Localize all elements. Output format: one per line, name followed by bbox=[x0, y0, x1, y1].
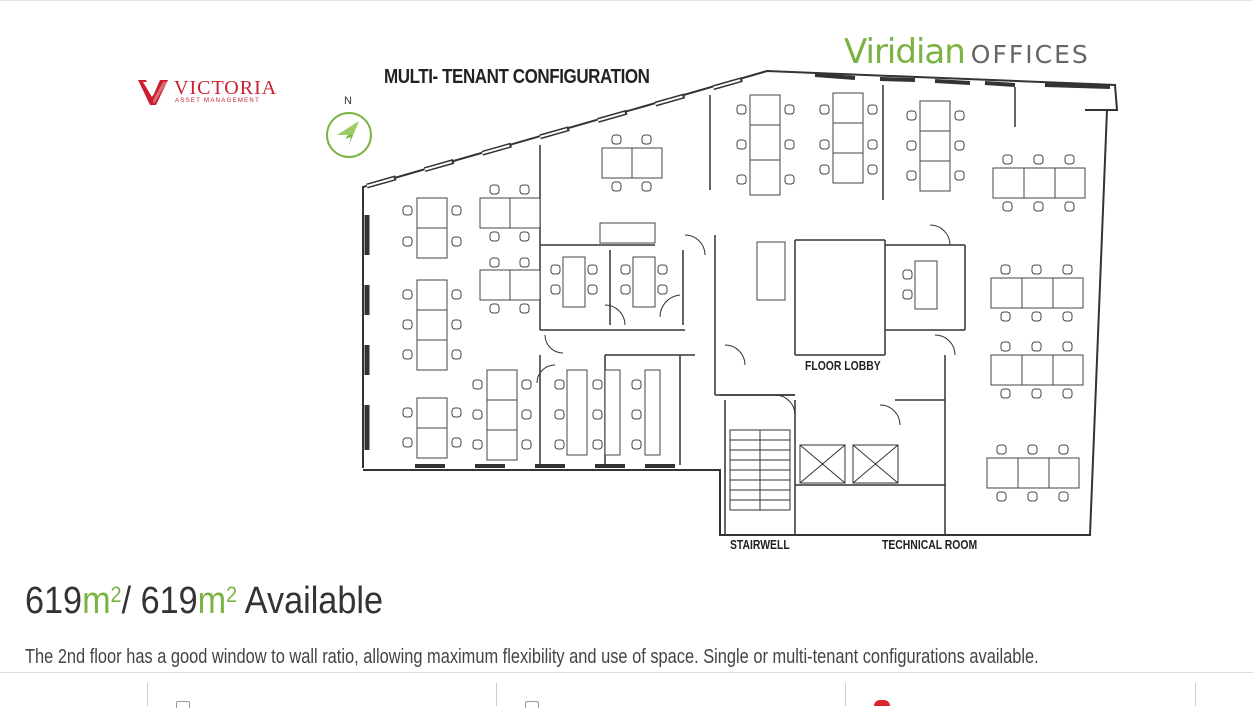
tab-divider bbox=[1195, 683, 1196, 706]
tab-divider bbox=[147, 683, 148, 706]
offices-wordmark: OFFICES bbox=[970, 40, 1090, 69]
north-compass: N bbox=[323, 95, 375, 163]
label-stairwell: STAIRWELL bbox=[730, 537, 790, 552]
available-area-unit: m bbox=[82, 580, 111, 622]
top-divider bbox=[0, 0, 1253, 1]
floor-plan: FLOOR LOBBY STAIRWELL TECHNICAL ROOM bbox=[355, 65, 1125, 552]
viridian-wordmark: Viridian bbox=[844, 32, 966, 72]
victoria-wordmark: VICTORIA bbox=[174, 77, 278, 99]
compass-arrow-icon bbox=[326, 112, 372, 158]
victoria-emblem-icon bbox=[138, 80, 168, 105]
area-separator: / bbox=[121, 580, 141, 622]
total-area-unit-sup: 2 bbox=[226, 582, 238, 607]
floor-plan-drawing bbox=[362, 69, 1119, 536]
tab-divider bbox=[845, 683, 846, 706]
label-floor-lobby: FLOOR LOBBY bbox=[805, 358, 881, 373]
floorplan-title: MULTI- TENANT CONFIGURATION bbox=[384, 66, 650, 88]
victoria-tagline: ASSET MANAGEMENT bbox=[175, 98, 261, 104]
total-area-value: 619 bbox=[140, 580, 198, 622]
label-technical-room: TECHNICAL ROOM bbox=[882, 537, 978, 552]
north-label: N bbox=[344, 95, 352, 107]
floor-description: The 2nd floor has a good window to wall … bbox=[25, 646, 1039, 668]
availability-heading: 619m2/ 619m2 Available bbox=[25, 580, 383, 623]
available-area-value: 619 bbox=[25, 580, 83, 622]
available-label: Available bbox=[244, 580, 383, 622]
bottom-tabs-bar bbox=[0, 672, 1253, 708]
victoria-logo: VICTORIA ASSET MANAGEMENT bbox=[136, 77, 278, 108]
available-area-unit-sup: 2 bbox=[110, 582, 122, 607]
tab-divider bbox=[496, 683, 497, 706]
total-area-unit: m bbox=[197, 580, 227, 622]
location-pin-icon[interactable] bbox=[874, 700, 890, 706]
